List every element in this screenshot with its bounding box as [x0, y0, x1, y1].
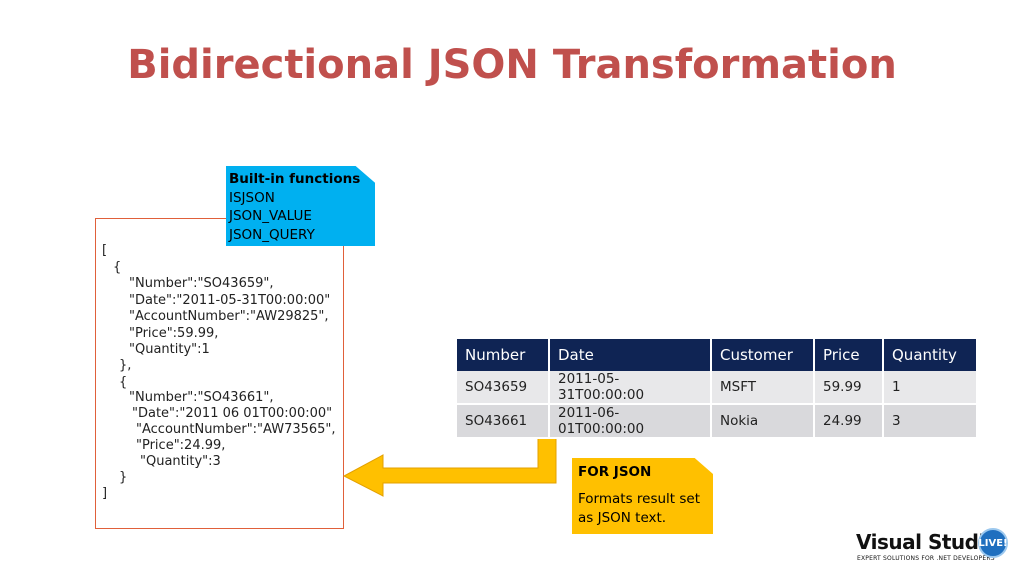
- table-row: SO43661 2011-06-01T00:00:00 Nokia 24.99 …: [457, 404, 976, 439]
- slide-title: Bidirectional JSON Transformation: [127, 42, 897, 88]
- logo-tagline: EXPERT SOLUTIONS FOR .NET DEVELOPERS: [857, 555, 995, 562]
- json-line: "Price":59.99,: [129, 326, 219, 341]
- result-set-table: Number Date Customer Price Quantity SO43…: [457, 339, 976, 439]
- builtin-functions-callout: Built-in functions ISJSON JSON_VALUE JSO…: [226, 166, 375, 246]
- json-line: ]: [102, 486, 108, 501]
- visual-studio-live-logo: Visual Studio EXPERT SOLUTIONS FOR .NET …: [856, 526, 1012, 566]
- builtin-functions-heading: Built-in functions: [229, 171, 361, 187]
- table-cell: 2011-06-01T00:00:00: [549, 404, 712, 439]
- json-line: {: [119, 375, 128, 390]
- json-line: "Price":24.99,: [136, 438, 226, 453]
- column-header-date: Date: [549, 339, 712, 371]
- table-cell: 59.99: [814, 371, 884, 405]
- logo-wordmark: Visual Studio: [856, 530, 999, 554]
- json-line: [: [102, 243, 108, 258]
- json-line: },: [119, 358, 132, 373]
- column-header-number: Number: [457, 339, 550, 371]
- json-line: "Number":"SO43661",: [129, 390, 274, 405]
- json-line: "Quantity":3: [140, 454, 221, 469]
- json-line: "Number":"SO43659",: [129, 276, 274, 291]
- live-badge-icon: LIVE!: [978, 528, 1008, 558]
- builtin-function-item: JSON_VALUE: [229, 208, 312, 224]
- transform-arrow-shape: [342, 424, 557, 497]
- table-cell: MSFT: [711, 371, 815, 405]
- table-cell: SO43659: [457, 371, 550, 405]
- json-line: "AccountNumber":"AW29825",: [129, 309, 329, 324]
- table-cell: 1: [883, 371, 976, 405]
- table-cell: 24.99: [814, 404, 884, 439]
- json-line: "Date":"2011-05-31T00:00:00": [129, 293, 331, 308]
- column-header-customer: Customer: [711, 339, 815, 371]
- column-header-quantity: Quantity: [883, 339, 976, 371]
- builtin-function-item: ISJSON: [229, 189, 275, 206]
- for-json-description: Formats result set as JSON text.: [578, 491, 701, 526]
- table-cell: Nokia: [711, 404, 815, 439]
- json-line: "Date":"2011 06 01T00:00:00": [132, 406, 333, 421]
- json-line: "AccountNumber":"AW73565",: [136, 422, 336, 437]
- table-row: SO43659 2011-05-31T00:00:00 MSFT 59.99 1: [457, 371, 976, 405]
- for-json-callout: FOR JSON Formats result set as JSON text…: [572, 458, 713, 534]
- table-cell: SO43661: [457, 404, 550, 439]
- table-cell: 2011-05-31T00:00:00: [549, 371, 712, 405]
- column-header-price: Price: [814, 339, 884, 371]
- builtin-function-item: JSON_QUERY: [229, 226, 315, 243]
- json-line: {: [113, 260, 122, 275]
- json-line: "Quantity":1: [129, 342, 210, 357]
- for-json-heading: FOR JSON: [578, 464, 652, 480]
- table-header-row: Number Date Customer Price Quantity: [457, 339, 976, 371]
- json-line: }: [119, 470, 128, 485]
- table-cell: 3: [883, 404, 976, 439]
- json-document: [ { "Number":"SO43659", "Date":"2011-05-…: [95, 218, 344, 529]
